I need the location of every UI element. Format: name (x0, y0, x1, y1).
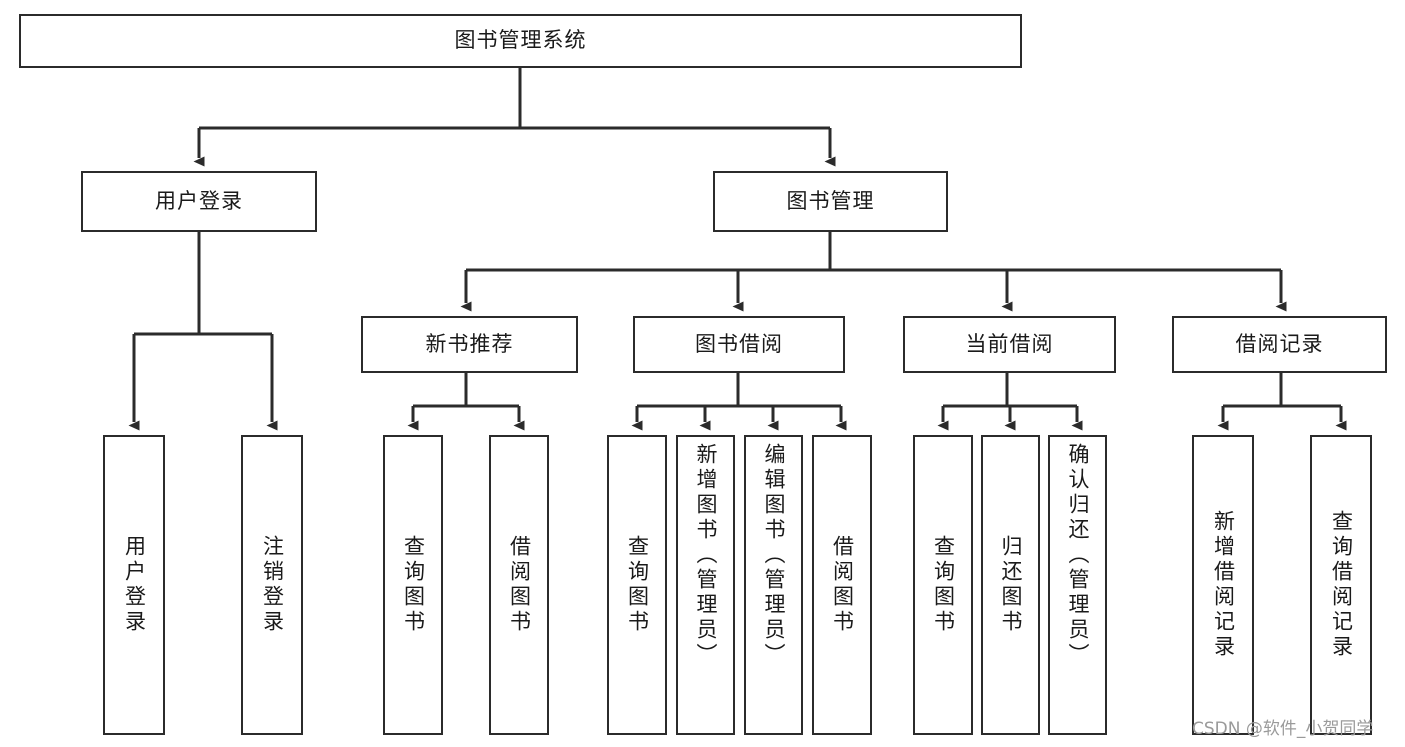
node-leaf-user-logout[interactable]: 注销登录 (241, 435, 303, 735)
node-label: 图书管理 (786, 188, 875, 213)
node-user-login[interactable]: 用户登录 (81, 171, 317, 232)
node-label: 新增借阅记录 (1211, 510, 1236, 660)
node-label: 借阅图书 (507, 535, 532, 635)
node-label: 用户登录 (122, 535, 147, 635)
node-leaf-add-book[interactable]: 新增图书（管理员） (676, 435, 735, 735)
node-leaf-query-book-3[interactable]: 查询图书 (913, 435, 973, 735)
node-label: 查询图书 (931, 535, 956, 635)
node-leaf-add-record[interactable]: 新增借阅记录 (1192, 435, 1254, 735)
node-label: 查询图书 (625, 535, 650, 635)
node-label: 编辑图书（管理员） (762, 443, 786, 668)
node-label: 查询图书 (401, 535, 426, 635)
node-label: 确认归还（管理员） (1066, 443, 1090, 668)
node-leaf-borrow-book-2[interactable]: 借阅图书 (812, 435, 872, 735)
node-label: 注销登录 (260, 535, 285, 635)
node-label: 借阅记录 (1235, 331, 1324, 356)
node-new-book-recommend[interactable]: 新书推荐 (361, 316, 578, 373)
node-label: 图书借阅 (695, 331, 783, 356)
node-current-borrow[interactable]: 当前借阅 (903, 316, 1116, 373)
node-leaf-query-book-2[interactable]: 查询图书 (607, 435, 667, 735)
node-leaf-confirm-return[interactable]: 确认归还（管理员） (1048, 435, 1107, 735)
node-label: 新增图书（管理员） (694, 443, 718, 668)
node-borrow-record[interactable]: 借阅记录 (1172, 316, 1387, 373)
node-book-manage[interactable]: 图书管理 (713, 171, 948, 232)
node-label: 当前借阅 (965, 331, 1054, 356)
node-leaf-query-record[interactable]: 查询借阅记录 (1310, 435, 1372, 735)
node-book-borrow[interactable]: 图书借阅 (633, 316, 845, 373)
csdn-watermark: CSDN @软件_小贺同学 (1192, 719, 1374, 739)
node-leaf-return-book[interactable]: 归还图书 (981, 435, 1040, 735)
node-root-book-management-system[interactable]: 图书管理系统 (19, 14, 1022, 68)
node-label: 归还图书 (999, 535, 1023, 635)
node-leaf-user-login[interactable]: 用户登录 (103, 435, 165, 735)
node-label: 新书推荐 (425, 331, 514, 356)
node-leaf-borrow-book-1[interactable]: 借阅图书 (489, 435, 549, 735)
node-label: 图书管理系统 (454, 28, 587, 53)
node-leaf-edit-book[interactable]: 编辑图书（管理员） (744, 435, 803, 735)
node-label: 用户登录 (155, 188, 243, 213)
node-label: 借阅图书 (830, 535, 855, 635)
node-label: 查询借阅记录 (1329, 510, 1354, 660)
node-leaf-query-book-1[interactable]: 查询图书 (383, 435, 443, 735)
